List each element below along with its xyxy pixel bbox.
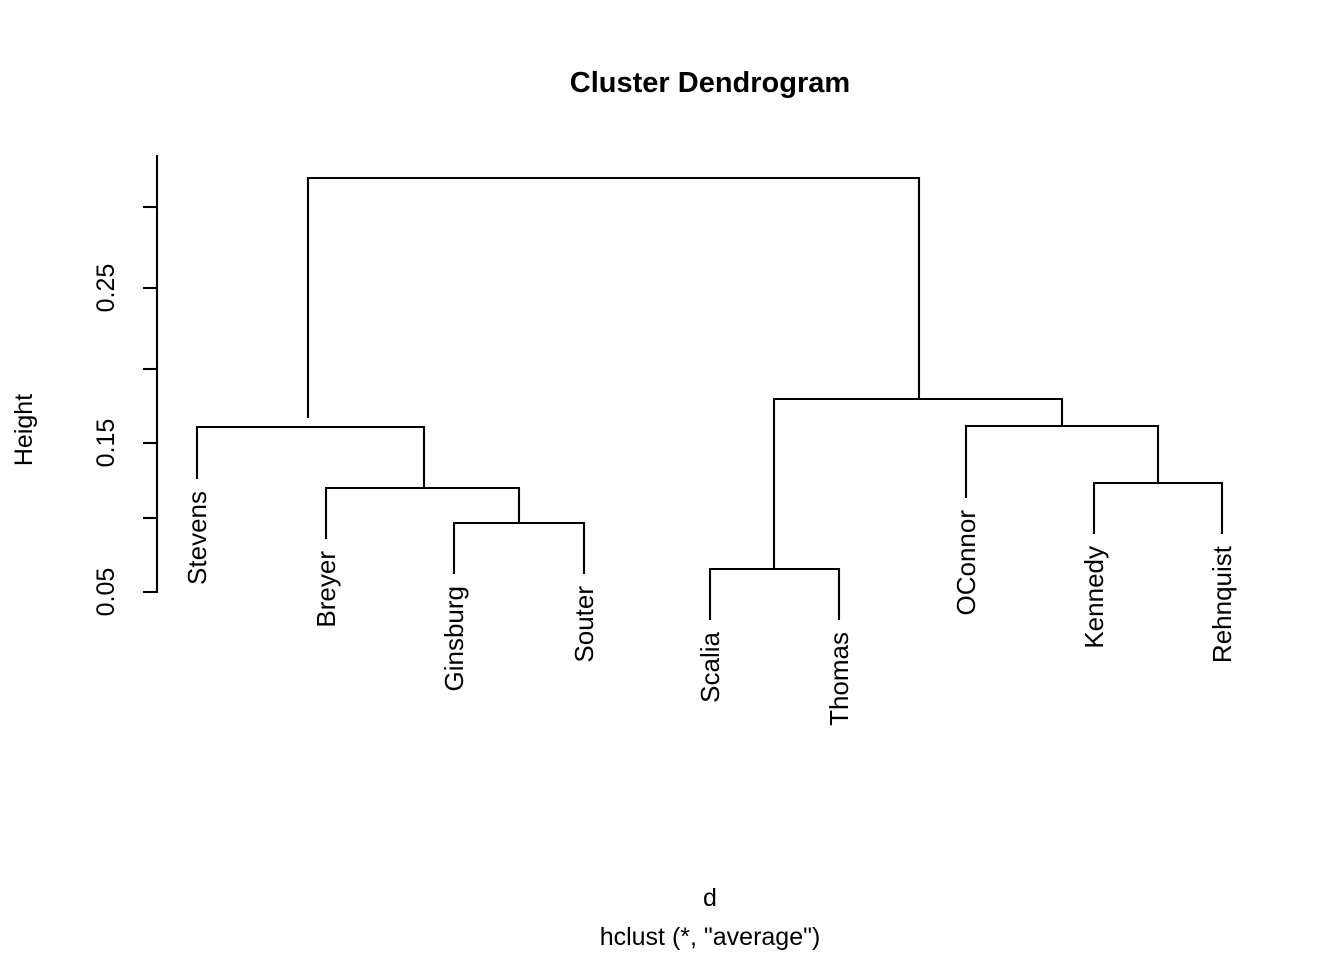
x-axis-sublabel: hclust (*, "average") xyxy=(600,923,821,951)
leaf-label-souter: Souter xyxy=(569,586,599,663)
leaf-label-scalia: Scalia xyxy=(695,631,725,702)
merge-scalia-thomas xyxy=(708,567,841,620)
leaf-label-oconnor: OConnor xyxy=(951,510,981,616)
leaf-label-kennedy: Kennedy xyxy=(1079,546,1109,649)
x-axis-label: d xyxy=(703,884,717,912)
page-title: Cluster Dendrogram xyxy=(570,67,850,99)
merge-oconnor-kennedy-rehnquist xyxy=(964,424,1160,498)
leaf-label-thomas: Thomas xyxy=(824,632,854,726)
leaf-label-ginsburg: Ginsburg xyxy=(439,586,469,692)
leaf-label-stevens: Stevens xyxy=(182,491,212,585)
y-axis-label: Height xyxy=(10,394,38,466)
y-tick-label-0.05: 0.05 xyxy=(92,568,120,617)
y-tick-label-0.25: 0.25 xyxy=(92,264,120,313)
leaf-label-rehnquist: Rehnquist xyxy=(1207,545,1237,663)
leaf-label-breyer: Breyer xyxy=(311,551,341,628)
merge-breyer-ginsburg-souter xyxy=(324,486,521,539)
merge-kennedy-rehnquist xyxy=(1092,481,1224,534)
y-tick-label-0.15: 0.15 xyxy=(92,419,120,468)
merge-stevens-liberals xyxy=(195,425,426,488)
merge-ginsburg-souter xyxy=(452,521,586,574)
merge-conservatives xyxy=(772,397,1064,569)
merge-root xyxy=(306,176,921,418)
